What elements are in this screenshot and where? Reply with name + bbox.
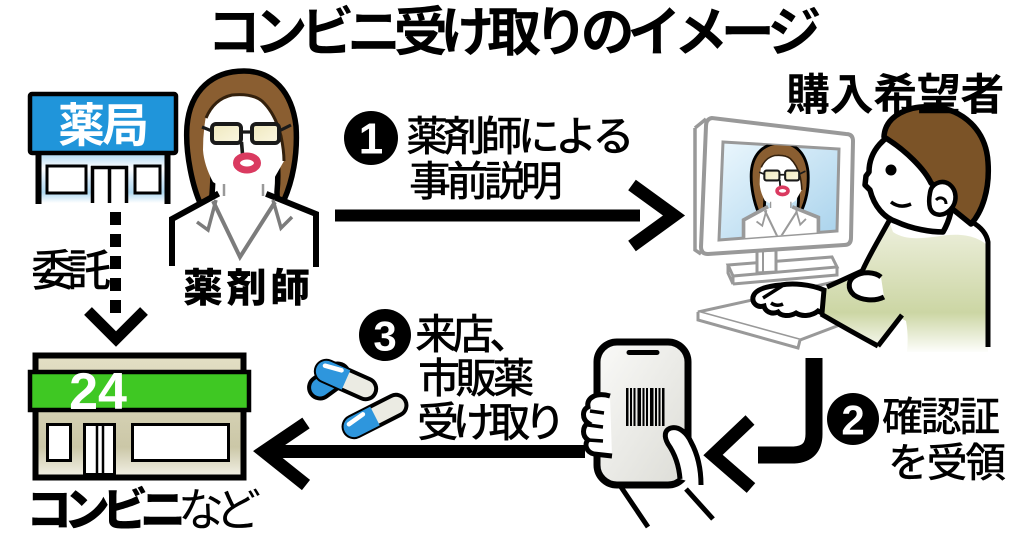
svg-text:2: 2 — [841, 397, 864, 444]
svg-text:3: 3 — [373, 313, 396, 360]
svg-text:24: 24 — [69, 363, 127, 421]
svg-text:1: 1 — [359, 115, 383, 164]
